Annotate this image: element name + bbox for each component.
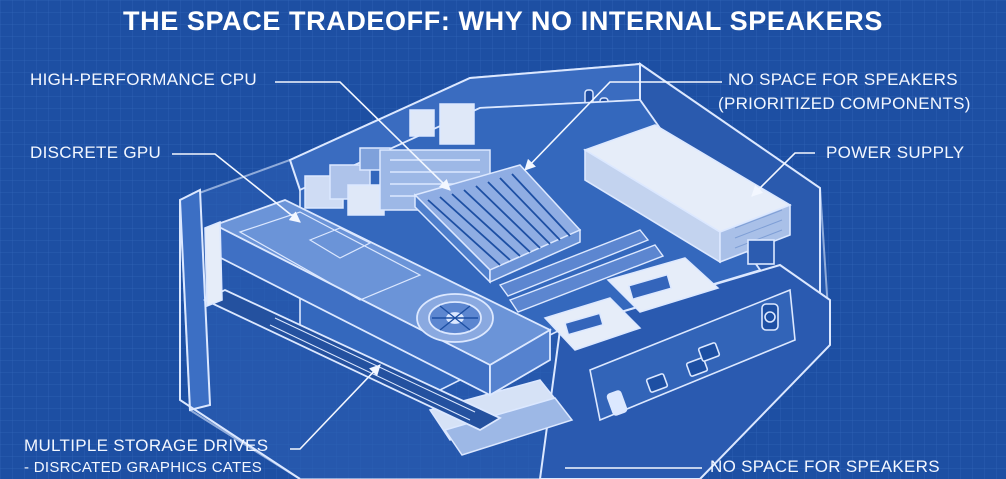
gpu-callout-line (172, 153, 301, 223)
no-space-top-sub-label: (PRIORITIZED COMPONENTS) (718, 94, 971, 113)
diagram-title: THE SPACE TRADEOFF: WHY NO INTERNAL SPEA… (123, 6, 883, 36)
ssd-drives (428, 257, 720, 456)
ram-modules (498, 229, 665, 313)
gpu-card (202, 199, 552, 432)
storage-callout-line (290, 364, 381, 450)
power-supply-unit (583, 124, 792, 265)
gpu-label: DISCRETE GPU (30, 143, 162, 162)
no-space-top-label: NO SPACE FOR SPEAKERS (728, 70, 958, 89)
front-panel (589, 288, 796, 422)
cpu-heatsink (413, 164, 582, 284)
callout-lines (172, 81, 815, 469)
storage-sub-label: - DISRCATED GRAPHICS CATES (24, 459, 263, 476)
no-space-bottom-label: NO SPACE FOR SPEAKERS (710, 457, 940, 476)
cpu-label: HIGH-PERFORMANCE CPU (30, 70, 258, 89)
storage-label: MULTIPLE STORAGE DRIVES (24, 436, 269, 455)
cpu-callout-line (275, 81, 451, 191)
power-supply-label: POWER SUPPLY (826, 143, 965, 162)
power-supply-callout-line (751, 152, 815, 197)
gpu-bracket (204, 220, 223, 308)
no-space-top-callout-line (524, 81, 722, 171)
